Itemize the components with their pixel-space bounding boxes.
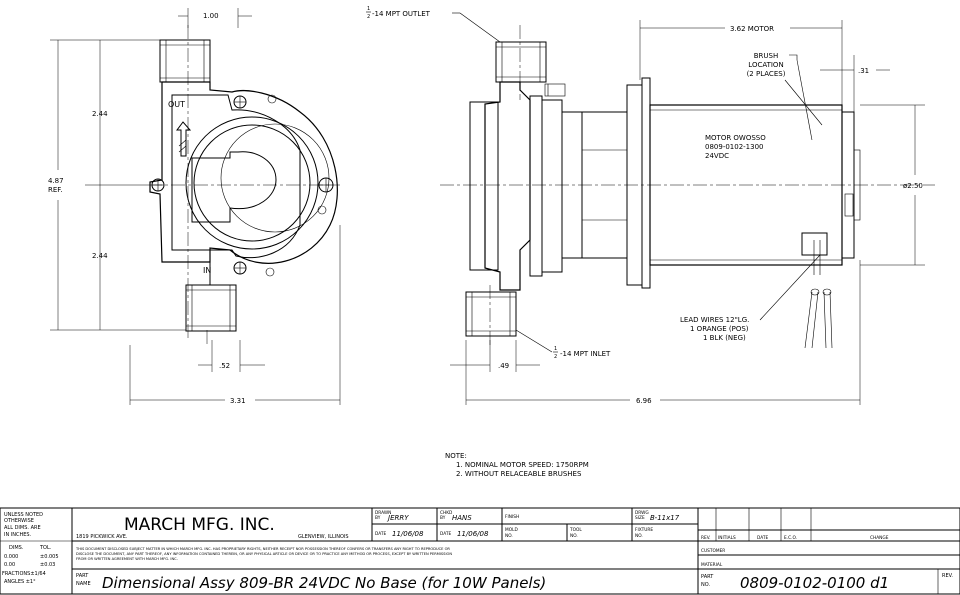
svg-text:24VDC: 24VDC — [705, 152, 729, 160]
svg-text:SIZE: SIZE — [635, 515, 645, 521]
svg-text:BY: BY — [375, 515, 381, 521]
dim-inlet-offset: .49 — [498, 362, 509, 370]
svg-text:PART: PART — [76, 573, 89, 579]
in-label: IN — [203, 266, 211, 275]
svg-text:2: 2 — [554, 354, 557, 360]
svg-text:FIXTURE: FIXTURE — [635, 527, 653, 533]
svg-text:-14 MPT OUTLET: -14 MPT OUTLET — [372, 10, 431, 18]
svg-text:1 ORANGE (POS): 1 ORANGE (POS) — [690, 325, 749, 333]
date-checked: 11/06/08 — [457, 530, 489, 538]
part-number: 0809-0102-0100 d1 — [740, 574, 889, 592]
dim-motor: 3.62 MOTOR — [730, 25, 774, 33]
dim-height-ref: REF. — [48, 186, 62, 194]
motor-label: MOTOR OWOSSO 0809-0102-1300 24VDC — [705, 134, 766, 160]
svg-text:PART: PART — [701, 574, 714, 580]
svg-text:TOOL: TOOL — [569, 527, 582, 533]
svg-text:±0.005: ±0.005 — [40, 554, 59, 560]
svg-text:-14 MPT INLET: -14 MPT INLET — [560, 350, 611, 358]
inlet-callout: 1 2 -14 MPT INLET — [515, 329, 611, 360]
dim-lower: 2.44 — [92, 252, 108, 260]
svg-text:NO.: NO. — [505, 533, 513, 539]
svg-text:BRUSH: BRUSH — [754, 52, 779, 60]
svg-text:±0.03: ±0.03 — [40, 562, 55, 568]
svg-text:0809-0102-1300: 0809-0102-1300 — [705, 143, 764, 151]
svg-text:NO.: NO. — [570, 533, 578, 539]
tolerance-block: UNLESS NOTED OTHERWISE ALL DIMS. ARE IN … — [2, 512, 59, 585]
dim-endcap: .31 — [858, 67, 869, 75]
svg-text:REV.: REV. — [701, 535, 710, 541]
svg-text:FRACTIONS±1/64: FRACTIONS±1/64 — [2, 571, 46, 577]
svg-text:IN INCHES.: IN INCHES. — [4, 532, 32, 538]
svg-text:MOTOR OWOSSO: MOTOR OWOSSO — [705, 134, 766, 142]
svg-text:NAME: NAME — [76, 581, 91, 587]
svg-text:1 BLK (NEG): 1 BLK (NEG) — [703, 334, 746, 342]
notes-title: NOTE: — [445, 452, 467, 460]
company-name: MARCH MFG. INC. — [124, 515, 275, 535]
svg-text:MOLD: MOLD — [505, 527, 518, 533]
svg-text:DRAWN: DRAWN — [375, 510, 391, 516]
svg-text:E.C.O.: E.C.O. — [784, 535, 797, 541]
svg-text:BY: BY — [440, 515, 446, 521]
svg-text:2: 2 — [367, 14, 370, 20]
date-drawn: 11/06/08 — [392, 530, 424, 538]
dim-port: .52 — [219, 362, 230, 370]
svg-text:DRWG: DRWG — [635, 510, 649, 516]
pump-front-view: OUT IN 1.00 4.87 REF. 2.44 2.44 .52 3.31 — [48, 8, 341, 405]
svg-text:ANGLES ±1°: ANGLES ±1° — [4, 579, 36, 585]
pump-side-view: 3.62 MOTOR .31 ø2.50 .49 6.96 1 2 -14 MP… — [366, 6, 935, 405]
svg-text:(2 PLACES): (2 PLACES) — [747, 70, 786, 78]
svg-text:UNLESS NOTED: UNLESS NOTED — [4, 512, 43, 518]
note-1: 1. NOMINAL MOTOR SPEED: 1750RPM — [456, 461, 589, 469]
out-label: OUT — [168, 100, 185, 109]
title-block: UNLESS NOTED OTHERWISE ALL DIMS. ARE IN … — [0, 507, 960, 595]
rev-label: REV. — [942, 573, 953, 579]
checked-by: HANS — [452, 514, 472, 522]
svg-text:OTHERWISE: OTHERWISE — [4, 518, 34, 524]
lead-wires — [804, 288, 833, 349]
dim-top: 1.00 — [203, 12, 219, 20]
svg-text:NO.: NO. — [701, 582, 710, 588]
dim-diameter: ø2.50 — [903, 182, 923, 190]
company-street: 1819 PICKWICK AVE. — [76, 534, 128, 540]
disclaimer-1: THIS DOCUMENT DISCLOSED SUBJECT MATTER I… — [75, 547, 450, 551]
svg-text:FINISH: FINISH — [505, 514, 519, 520]
svg-text:0.00: 0.00 — [4, 562, 15, 568]
notes: NOTE: 1. NOMINAL MOTOR SPEED: 1750RPM 2.… — [445, 452, 589, 478]
disclaimer-2: DISCLOSE THE DOCUMENT, ANY PART THEREOF,… — [76, 552, 452, 556]
disclaimer-3: FROM OR WRITTEN AGREEMENT WITH MARCH MFG… — [76, 557, 178, 561]
svg-text:LOCATION: LOCATION — [748, 61, 783, 69]
svg-text:NO.: NO. — [635, 533, 643, 539]
note-2: 2. WITHOUT RELACEABLE BRUSHES — [456, 470, 582, 478]
dim-overall: 6.96 — [636, 397, 652, 405]
svg-text:ALL DIMS. ARE: ALL DIMS. ARE — [4, 525, 41, 531]
svg-text:INITIALS: INITIALS — [718, 535, 736, 541]
svg-text:0.000: 0.000 — [4, 554, 18, 560]
drawing-size: B-11x17 — [650, 514, 680, 522]
svg-text:1: 1 — [367, 6, 370, 12]
svg-text:DATE: DATE — [375, 531, 386, 537]
brush-location-callout: BRUSH LOCATION (2 PLACES) — [747, 52, 823, 141]
screw-icon — [151, 94, 334, 277]
customer-label: CUSTOMER — [701, 548, 725, 554]
svg-text:CHANGE: CHANGE — [870, 535, 889, 541]
material-label: MATERIAL — [701, 562, 723, 568]
part-name: Dimensional Assy 809-BR 24VDC No Base (f… — [102, 574, 546, 592]
company-city: GLENVIEW, ILLINOIS — [298, 534, 349, 540]
svg-text:DATE: DATE — [757, 535, 768, 541]
svg-text:CHKD: CHKD — [440, 510, 453, 516]
svg-text:DATE: DATE — [440, 531, 451, 537]
svg-text:1: 1 — [554, 346, 557, 352]
lead-wires-callout: LEAD WIRES 12"LG. 1 ORANGE (POS) 1 BLK (… — [680, 254, 821, 342]
outlet-callout: 1 2 -14 MPT OUTLET — [366, 6, 501, 43]
outlet-thread — [159, 39, 211, 83]
svg-text:LEAD WIRES 12"LG.: LEAD WIRES 12"LG. — [680, 316, 749, 324]
svg-text:TOL.: TOL. — [39, 545, 52, 551]
dim-width: 3.31 — [230, 397, 246, 405]
dim-height-total: 4.87 — [48, 177, 64, 185]
drawn-by: JERRY — [386, 514, 409, 522]
svg-text:DIMS.: DIMS. — [9, 545, 24, 551]
inlet-thread — [185, 262, 237, 332]
dim-upper: 2.44 — [92, 110, 108, 118]
